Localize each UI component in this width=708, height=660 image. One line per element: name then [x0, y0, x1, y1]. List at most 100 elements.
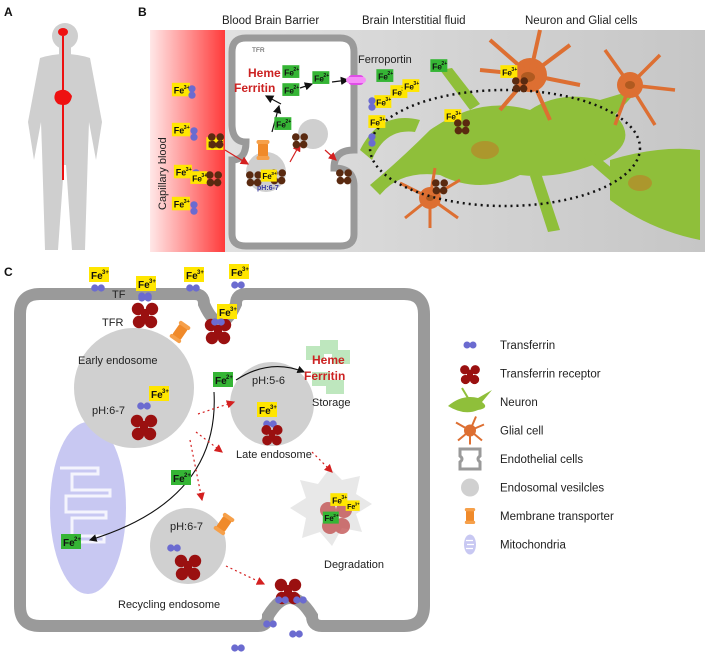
late-endosome-ph: pH:5-6 [252, 375, 285, 387]
svg-text:3+: 3+ [162, 389, 169, 395]
early-endosome-label: Early endosome [78, 355, 158, 367]
svg-text:Fe: Fe [231, 268, 243, 279]
svg-text:Fe: Fe [192, 173, 202, 183]
svg-text:Fe: Fe [138, 280, 150, 291]
svg-text:Fe: Fe [63, 538, 75, 549]
svg-text:3+: 3+ [197, 270, 204, 276]
svg-text:3+: 3+ [355, 501, 360, 506]
svg-text:3+: 3+ [242, 267, 249, 273]
svg-text:Fe: Fe [446, 111, 456, 121]
legend-item-endosomal-vesicles: Endosomal vesilcles [461, 478, 604, 497]
svg-text:Fe: Fe [370, 117, 380, 127]
svg-text:3+: 3+ [184, 199, 190, 205]
svg-text:2+: 2+ [293, 85, 299, 91]
legend-label: Endothelial cells [500, 454, 583, 466]
panel-label-a: A [4, 5, 13, 19]
legend-item-membrane-transporter: Membrane transporter [464, 508, 614, 524]
svg-text:3+: 3+ [184, 125, 190, 131]
ferroportin-channel [346, 75, 366, 85]
svg-text:3+: 3+ [270, 405, 277, 411]
transferrin-receptor-icon [460, 365, 480, 385]
header-interstitial-fluid: Brain Interstitial fluid [362, 15, 466, 27]
svg-text:Fe: Fe [284, 85, 294, 95]
svg-text:2+: 2+ [387, 71, 393, 77]
svg-text:3+: 3+ [385, 97, 391, 103]
svg-text:3+: 3+ [102, 270, 109, 276]
svg-text:3+: 3+ [184, 85, 190, 91]
svg-text:Fe: Fe [502, 67, 512, 77]
svg-text:Fe: Fe [404, 81, 414, 91]
svg-text:3+: 3+ [379, 117, 385, 123]
svg-text:2+: 2+ [226, 375, 233, 381]
svg-text:Fe: Fe [259, 406, 271, 417]
early-endosome [74, 328, 194, 448]
svg-text:Fe: Fe [174, 200, 185, 210]
svg-text:2+: 2+ [293, 67, 299, 73]
transferrin-icon [463, 341, 477, 349]
svg-text:Fe: Fe [284, 67, 294, 77]
svg-text:3+: 3+ [201, 173, 207, 179]
svg-text:2+: 2+ [74, 537, 81, 543]
svg-text:3+: 3+ [230, 307, 237, 313]
early-endosome-ph: pH:6-7 [92, 405, 125, 417]
svg-text:3+: 3+ [341, 495, 347, 501]
endosomal-vesicles-icon [461, 478, 479, 497]
capillary-blood-label: Capillary blood [157, 137, 169, 210]
svg-text:2+: 2+ [333, 513, 339, 519]
storage-label: Storage [312, 397, 351, 409]
legend-item-glial-cell: Glial cell [455, 416, 543, 445]
degradation-label: Degradation [324, 559, 384, 571]
svg-text:Fe: Fe [174, 126, 185, 136]
svg-text:Fe: Fe [173, 474, 185, 485]
glial-cell-icon [455, 416, 485, 445]
legend-label: Glial cell [500, 426, 543, 438]
late-endosome-label: Late endosome [236, 449, 312, 461]
endothelial-cells-icon [458, 447, 482, 471]
heme-label-c: Heme [312, 353, 345, 367]
transferrin [289, 630, 303, 638]
svg-text:2+: 2+ [323, 73, 329, 79]
svg-text:3+: 3+ [413, 81, 419, 87]
svg-text:Fe: Fe [376, 97, 386, 107]
recycling-endosome-label: Recycling endosome [118, 599, 220, 611]
legend-label: Membrane transporter [500, 511, 614, 523]
legend-item-neuron: Neuron [448, 387, 538, 413]
header-blood-brain-barrier: Blood Brain Barrier [222, 15, 319, 27]
svg-text:3+: 3+ [511, 67, 517, 73]
endothelial-cell-b [228, 34, 358, 250]
transferrin [231, 644, 245, 652]
svg-text:Fe: Fe [378, 71, 388, 81]
mitochondria-icon [464, 534, 476, 555]
heme-label-b: Heme [248, 66, 281, 80]
svg-text:Fe: Fe [262, 172, 272, 181]
neuron-cells [360, 68, 700, 240]
tfr-label-b: TFR [252, 47, 265, 54]
mitochondrion [50, 422, 126, 594]
svg-text:Fe: Fe [186, 271, 198, 282]
svg-text:Fe: Fe [347, 504, 355, 511]
tf-label: TF [112, 289, 126, 301]
svg-text:Fe: Fe [174, 86, 185, 96]
membrane-transporter-b [256, 140, 270, 160]
legend-label: Endosomal vesilcles [500, 483, 604, 495]
svg-text:Fe: Fe [332, 495, 342, 505]
